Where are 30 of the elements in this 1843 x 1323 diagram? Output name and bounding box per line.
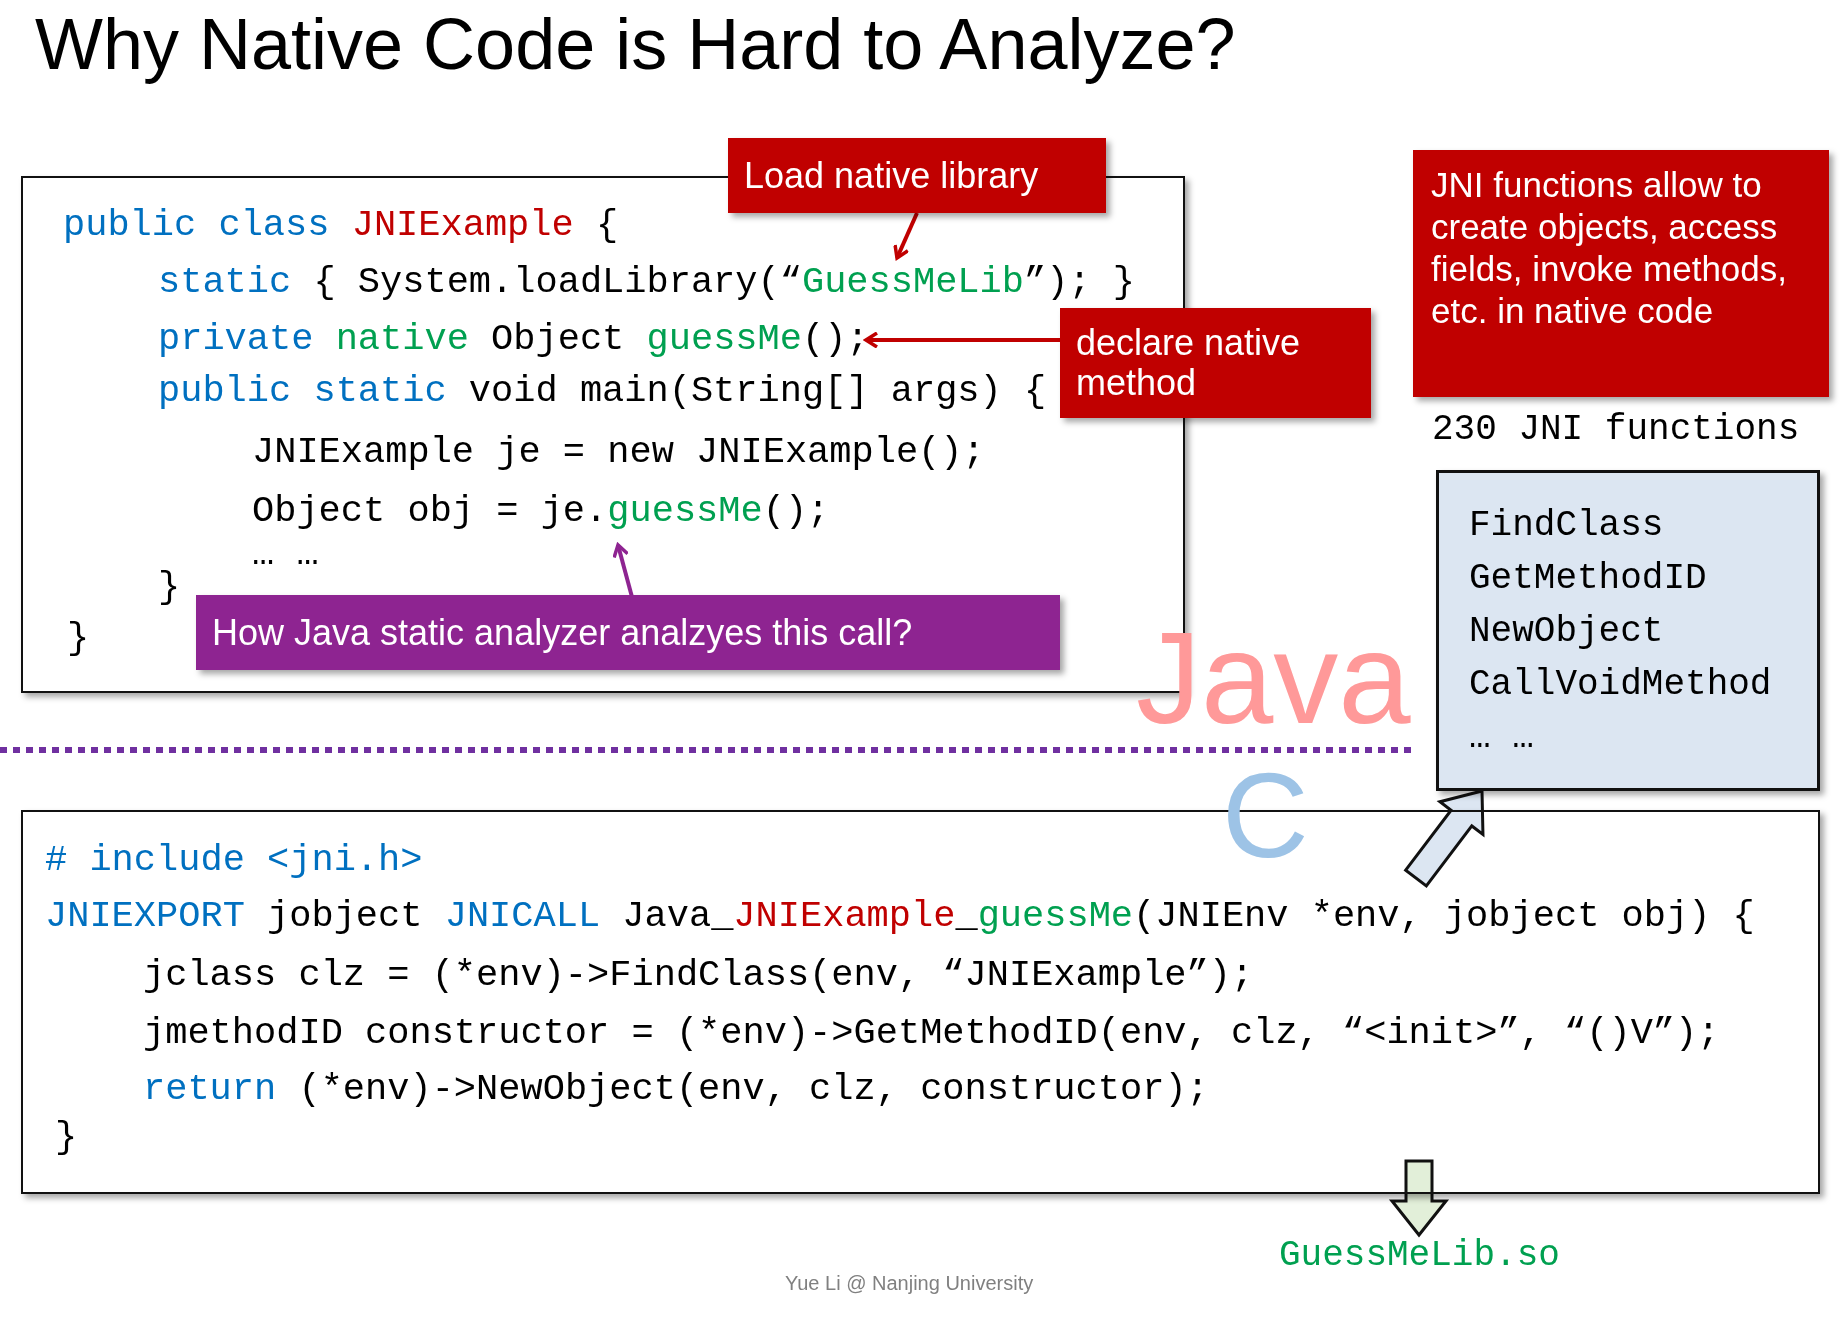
language-label: Java bbox=[1136, 610, 1411, 747]
code-line: } bbox=[158, 565, 181, 609]
arrow bbox=[893, 212, 919, 260]
callout-box: declare native method bbox=[1060, 308, 1371, 418]
code-line: public class JNIExample { bbox=[63, 203, 619, 247]
callout-box: How Java static analyzer analzyes this call? bbox=[196, 595, 1060, 670]
slide-title: Why Native Code is Hard to Analyze? bbox=[35, 3, 1236, 86]
caption-text: 230 JNI functions bbox=[1432, 408, 1800, 452]
block-arrow bbox=[1403, 789, 1485, 888]
block-arrow bbox=[1388, 1159, 1450, 1238]
callout-box: JNI functions allow to create objects, access fields, invoke methods, etc. in native code bbox=[1413, 150, 1829, 397]
function-list-box: FindClass GetMethodID NewObject CallVoidMethod … … bbox=[1436, 470, 1820, 791]
arrow bbox=[612, 543, 634, 598]
code-line: jclass clz = (*env)->FindClass(env, “JNIExample”); bbox=[143, 953, 1254, 997]
code-line: … … bbox=[252, 532, 319, 576]
code-line: static { System.loadLibrary(“GuessMeLib”); } bbox=[158, 260, 1135, 304]
file-name: GuessMeLib.so bbox=[1279, 1235, 1573, 1277]
code-line: JNIExample je = new JNIExample(); bbox=[252, 430, 985, 474]
arrow bbox=[864, 331, 1060, 349]
code-line: # include <jni.h> bbox=[45, 838, 423, 882]
code-line: JNIEXPORT jobject JNICALL Java_JNIExample_guessMe(JNIEnv *env, jobject obj) { bbox=[45, 894, 1755, 938]
code-line: jmethodID constructor = (*env)->GetMethodID(env, clz, “<init>”, “()V”); bbox=[143, 1011, 1720, 1055]
footer-credit: Yue Li @ Nanjing University bbox=[785, 1273, 1034, 1294]
code-line: } bbox=[67, 616, 90, 660]
code-line: } bbox=[55, 1115, 78, 1159]
code-line: private native Object guessMe(); bbox=[158, 317, 869, 361]
code-line: Object obj = je.guessMe(); bbox=[252, 489, 830, 533]
callout-box: Load native library bbox=[728, 138, 1106, 213]
code-line: return (*env)->NewObject(env, clz, constructor); bbox=[143, 1067, 1209, 1111]
code-line: public static void main(String[] args) { bbox=[158, 369, 1047, 413]
